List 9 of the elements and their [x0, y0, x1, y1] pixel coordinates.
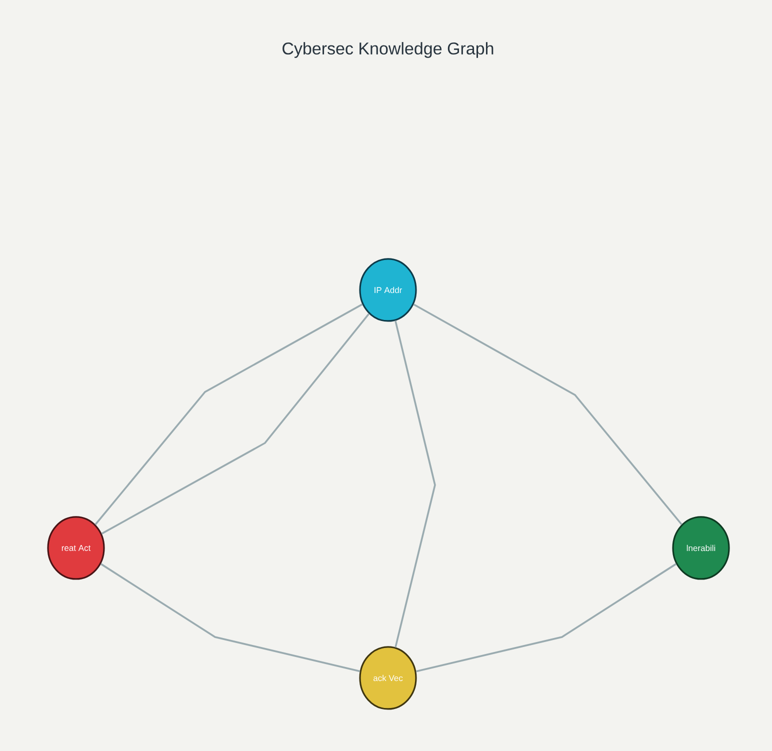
connector-line [416, 563, 677, 672]
graph-node: IP Addr [359, 258, 417, 322]
title: Cybersec Knowledge Graph [282, 42, 494, 58]
connector-line [394, 320, 436, 648]
connector-line [100, 563, 360, 672]
graph-node: reat Act [47, 516, 105, 580]
graph-node: lnerabili [672, 516, 730, 580]
connector-line [413, 304, 682, 526]
graph-node: ack Vec [359, 646, 417, 710]
